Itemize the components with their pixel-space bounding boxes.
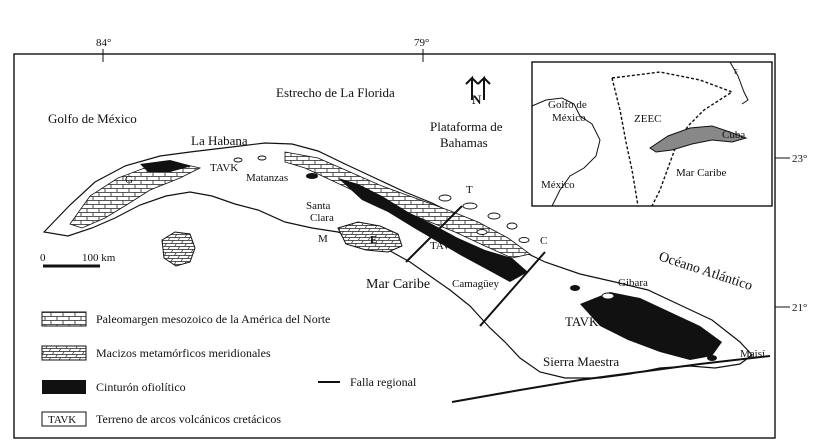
inset-cuba-label: Cuba [722,129,745,141]
north-arrow: N [465,75,491,107]
label-santa-clara-1: Santa [306,200,331,212]
label-maisi: Maisí [740,348,765,360]
ophiolite-west [140,160,192,172]
inset-f: F [734,68,738,76]
label-t: T [466,184,473,196]
inset-zeec-boundary-west [611,77,639,207]
label-matanzas: Matanzas [246,172,288,184]
inset-zeec: ZEEC [634,113,662,125]
legend-swatch-macizos [41,345,87,361]
label-camaguey: Camagüey [452,278,500,290]
escambray-massif [337,221,403,253]
label-c: C [540,235,547,247]
scale-distance: 100 km [82,252,116,264]
northern-keys [233,155,615,300]
inset-coast-mexico [531,97,601,207]
label-oceano-atlantico: Océano Atlántico [657,250,754,294]
scale-bar: 0 100 km [40,252,116,268]
label-g: G [125,174,133,186]
ophiolite-small-1 [306,173,318,179]
graticule: 84° 79° 23° 21° [96,37,807,314]
lon-label-79: 79° [414,37,429,49]
legend-label-tavk: Terreno de arcos volcánicos cretácicos [96,412,281,426]
lon-label-84: 84° [96,37,111,49]
label-plataforma-2: Bahamas [440,135,488,150]
label-golfo-mexico: Golfo de México [48,111,137,126]
inset-map: Golfo de México ZEEC Cuba México Mar Car… [531,61,773,207]
legend-swatch-tavk [41,411,87,427]
label-la-habana: La Habana [191,133,248,148]
legend-swatch-ofiolitico [42,380,86,394]
inset-zeec-boundary-east [611,71,734,207]
inset-mexico: México [541,179,575,191]
label-gibara: Gibara [618,277,648,289]
legend-label-paleomargen: Paleomargen mesozoico de la América del … [96,312,330,326]
lat-label-23: 23° [792,153,807,165]
isla-juventud [161,231,196,267]
legend-code-tavk: TAVK [48,414,76,426]
lat-label-21: 21° [792,302,807,314]
label-tavk-east: TAVK [565,314,599,329]
legend: Paleomargen mesozoico de la América del … [41,311,417,427]
label-mar-caribe: Mar Caribe [366,277,430,292]
ophiolite-east [580,292,722,360]
scale-zero: 0 [40,252,46,264]
label-tavk-west: TAVK [210,162,238,174]
ophiolite-small-3 [707,355,717,361]
label-sierra-maestra: Sierra Maestra [543,354,619,369]
inset-cuba [649,125,748,153]
label-e: E [370,234,377,246]
label-tavk-central: TAVK [430,240,458,252]
inset-golfo-1: Golfo de [548,99,587,111]
regional-faults [405,205,771,403]
map-frame [13,53,776,439]
ophiolite-small-2 [570,285,580,291]
legend-label-ofiolitico: Cinturón ofiolítico [96,380,186,394]
inset-coast-florida [729,61,749,105]
legend-swatch-paleomargen [41,311,87,327]
label-m: M [318,233,328,245]
ophiolite-central [338,178,528,282]
label-plataforma-1: Plataforma de [430,119,503,134]
legend-label-macizos: Macizos metamórficos meridionales [96,346,271,360]
label-santa-clara-2: Clara [310,212,334,224]
inset-mar-caribe: Mar Caribe [676,167,727,179]
inset-golfo-2: México [552,112,586,124]
label-estrecho: Estrecho de La Florida [276,85,395,100]
north-label: N [472,92,482,107]
legend-label-falla: Falla regional [350,375,417,389]
